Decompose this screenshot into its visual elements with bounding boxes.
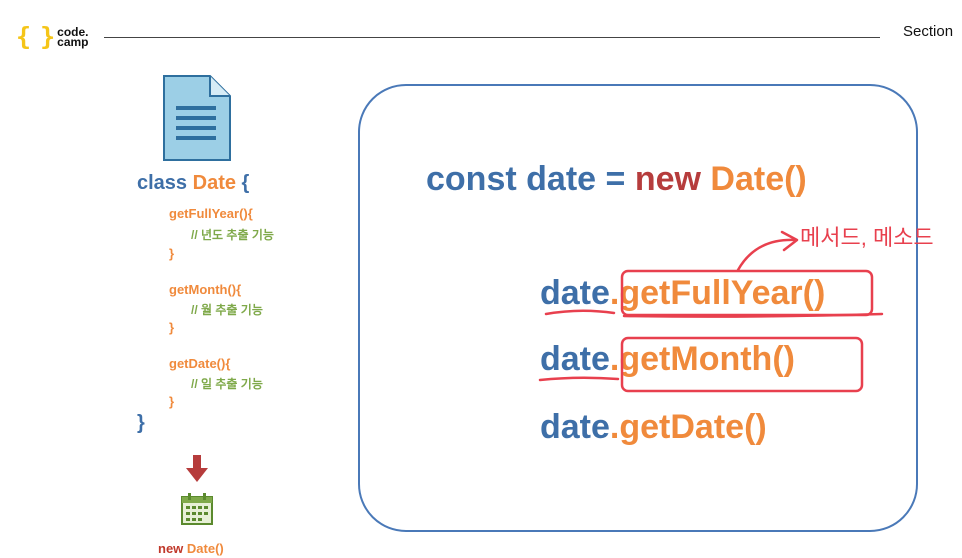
logo-line-2: camp [57,34,89,49]
getmonth-method: getMonth() [619,340,795,378]
new-keyword: new [158,541,184,556]
call-line-getdate: date.getDate() [540,408,767,447]
dot-operator: . [609,274,620,312]
section-label: Section [903,23,954,40]
method-annotation-label: 메서드, 메소드 [800,225,934,250]
date-constructor: Date() [186,541,224,556]
class-name: Date [192,172,236,194]
class-definition: class Date { getFullYear(){ // 년도 추출 기능 … [137,172,337,434]
dot-operator: . [609,340,620,378]
class-keyword: class [137,172,188,194]
date-object: date [540,340,610,378]
logo-line-1: code. [57,24,89,39]
date-constructor: Date() [710,160,807,198]
new-keyword: new [634,160,701,198]
document-icon [163,75,231,161]
arrow-down-icon [186,455,208,482]
comment-month: // 월 추출 기능 [191,303,263,317]
method-getdate: getDate(){ [169,356,231,371]
comment-day: // 일 추출 기능 [191,377,263,391]
logo-text: code. camp [57,24,89,49]
comment-year: // 년도 추출 기능 [191,228,274,242]
logo-braces: { } [16,22,55,51]
call-line-getfullyear: date.getFullYear() [540,274,825,313]
call-line-getmonth: date.getMonth() [540,340,795,379]
class-open-brace: { [241,172,250,194]
code-camp-logo: { } code. camp [16,24,89,49]
date-variable: date [526,160,597,198]
method-getmonth: getMonth(){ [169,282,242,297]
method-close-brace: } [169,394,175,409]
class-header: class Date { [137,172,337,195]
calendar-icon [181,493,213,525]
class-close-brace: } [137,412,145,434]
date-object: date [540,408,610,446]
getfullyear-method: getFullYear() [619,274,826,312]
declaration-line: const date = new Date() [426,160,807,199]
method-close-brace: } [169,246,175,261]
method-getfullyear: getFullYear(){ [169,206,253,221]
new-date-caption: new Date() [158,541,224,556]
method-close-brace: } [169,320,175,335]
dot-operator: . [609,408,620,446]
header-divider [104,37,880,38]
getdate-method: getDate() [619,408,767,446]
const-keyword: const [426,160,517,198]
assign-operator: = [605,160,626,198]
code-panel [358,84,918,532]
date-object: date [540,274,610,312]
